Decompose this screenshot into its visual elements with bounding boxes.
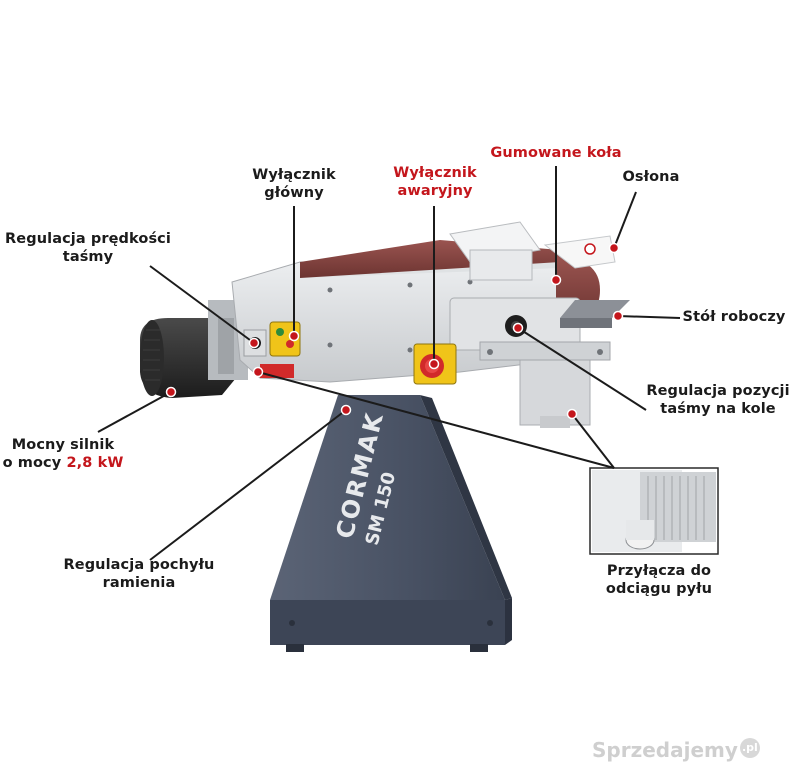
motor (140, 300, 248, 398)
guard-shield (449, 221, 616, 281)
label-motor: Mocny silnik o mocy 2,8 kW (2, 437, 124, 471)
label-work-table: Stół roboczy (682, 309, 786, 325)
motor-power-value: 2,8 kW (66, 455, 124, 471)
speed-dial (260, 364, 294, 378)
callout-dots (165, 242, 624, 420)
leader-lines (97, 166, 681, 561)
label-guard: Osłona (622, 169, 680, 185)
watermark-badge: .pl (739, 738, 760, 758)
dust-port-inset (589, 467, 719, 555)
label-rubber-wheels: Gumowane koła (490, 145, 622, 161)
watermark: Sprzedajemy.pl (592, 738, 760, 762)
pedestal-base (270, 395, 512, 652)
work-table (560, 300, 630, 328)
